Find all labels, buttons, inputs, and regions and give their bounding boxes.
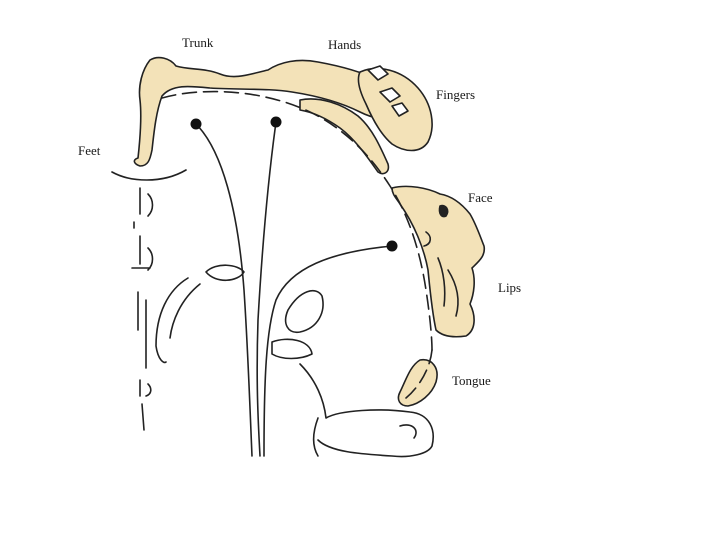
face-figure	[392, 186, 484, 336]
spinal-ticks-2	[132, 236, 153, 270]
label-face: Face	[468, 191, 493, 204]
brain-structure-left-arc	[156, 278, 188, 362]
pathway-line-hands	[257, 122, 276, 456]
label-feet: Feet	[78, 144, 100, 157]
brainstem-outline-inner	[314, 418, 319, 456]
pathway-line-face	[264, 246, 392, 456]
brain-structure-oval	[206, 265, 244, 280]
brainstem-curl	[400, 425, 416, 438]
face-eye	[439, 206, 447, 217]
brain-structure-left-arc-inner	[170, 284, 200, 338]
trunk-leg-figure	[134, 58, 392, 166]
label-fingers: Fingers	[436, 88, 475, 101]
neuron-dot-face	[387, 241, 398, 252]
neuron-dot-hands	[271, 117, 282, 128]
label-tongue: Tongue	[452, 374, 491, 387]
spinal-ticks-1	[134, 188, 153, 228]
tongue-figure	[398, 360, 437, 406]
skull-top-curve	[112, 170, 186, 180]
neuron-dot-trunk	[191, 119, 202, 130]
label-lips: Lips	[498, 281, 521, 294]
spinal-ticks-3	[138, 292, 151, 430]
brain-structure-small	[272, 339, 312, 358]
label-hands: Hands	[328, 38, 361, 51]
label-trunk: Trunk	[182, 36, 213, 49]
brain-structure-thalamus	[286, 291, 323, 333]
pathway-line-trunk	[196, 124, 252, 456]
